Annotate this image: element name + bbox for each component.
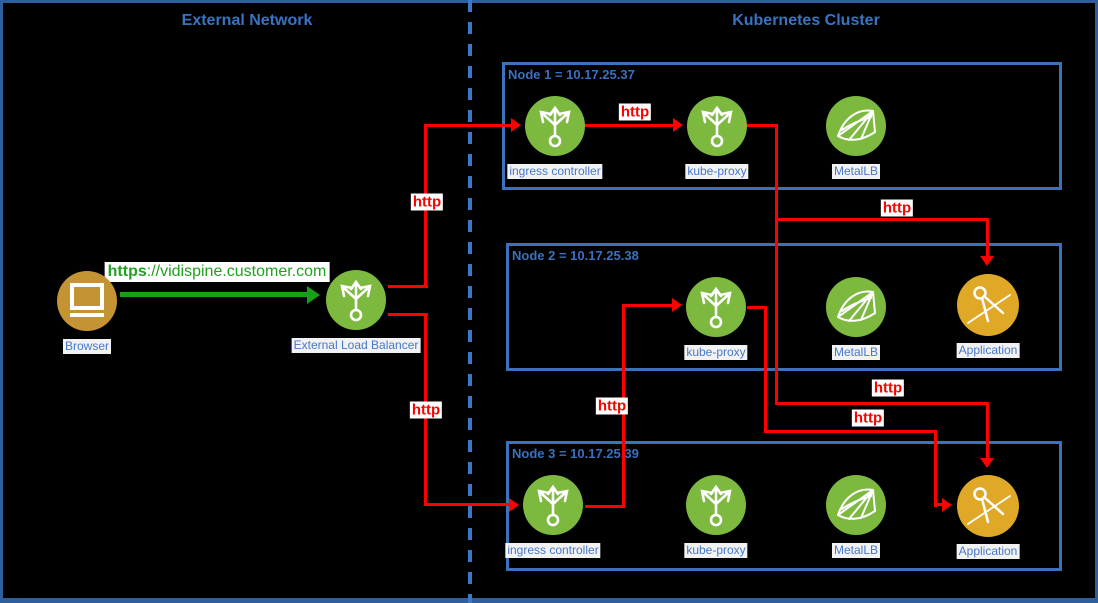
external-network-title: External Network <box>181 12 313 29</box>
edge-segment <box>424 124 513 127</box>
arrowhead-icon <box>509 498 519 512</box>
network-boundary-divider <box>468 0 472 603</box>
drafting-compass-icon <box>957 274 1019 336</box>
https-url-label: https://vidispine.customer.com <box>104 262 330 282</box>
edge-segment <box>934 430 937 507</box>
metallb-label: MetalLB <box>831 543 881 558</box>
kube-proxy-label: kube-proxy <box>684 543 748 558</box>
branch-arrows-icon <box>686 475 746 535</box>
edge-segment <box>986 218 989 258</box>
node-2-title: Node 2 = 10.17.25.38 <box>512 248 639 263</box>
arrowhead-icon <box>672 298 682 312</box>
url-rest: ://vidispine.customer.com <box>146 263 327 280</box>
kube-proxy-label: kube-proxy <box>684 345 748 360</box>
kube-proxy-label: kube-proxy <box>685 164 749 179</box>
branch-arrows-icon <box>525 96 585 156</box>
edge-segment <box>764 306 767 433</box>
metallb-web-icon <box>826 475 886 535</box>
edge-segment <box>986 402 989 460</box>
branch-arrows-icon <box>687 96 747 156</box>
metallb-label: MetalLB <box>831 164 881 179</box>
edge-segment <box>585 124 675 127</box>
edge-segment <box>622 304 674 307</box>
kubernetes-cluster-title: Kubernetes Cluster <box>732 12 880 29</box>
application-label: Application <box>956 343 1020 358</box>
drafting-compass-icon <box>957 475 1019 537</box>
arrowhead-icon <box>980 458 994 468</box>
metallb-web-icon <box>826 96 886 156</box>
edge-segment <box>424 503 511 506</box>
node-3-box: Node 3 = 10.17.25.39 <box>506 441 1062 571</box>
external-load-balancer-label: External Load Balancer <box>291 338 421 353</box>
http-label: http <box>410 193 444 211</box>
edge-segment <box>388 285 428 288</box>
edge-segment <box>388 313 428 316</box>
ingress-controller-label: ingress controller <box>505 543 601 558</box>
edge-segment <box>775 402 989 405</box>
node-2-box: Node 2 = 10.17.25.38 <box>506 243 1062 371</box>
edge-segment <box>747 306 767 309</box>
ingress-controller-label: ingress controller <box>507 164 603 179</box>
node-1-title: Node 1 = 10.17.25.37 <box>508 67 635 82</box>
http-label: http <box>618 103 652 121</box>
edge-segment <box>585 505 625 508</box>
branch-arrows-icon <box>326 270 386 330</box>
edge-segment <box>764 430 937 433</box>
browser-label: Browser <box>62 339 112 354</box>
edge-segment <box>775 218 989 221</box>
node-3-title: Node 3 = 10.17.25.39 <box>512 446 639 461</box>
url-scheme: https <box>107 263 147 280</box>
edge-segment <box>747 124 778 127</box>
edge-segment <box>934 503 944 506</box>
branch-arrows-icon <box>523 475 583 535</box>
metallb-web-icon <box>826 277 886 337</box>
arrowhead-icon <box>980 256 994 266</box>
http-label: http <box>871 379 905 397</box>
application-label: Application <box>956 544 1020 559</box>
http-label: http <box>851 409 885 427</box>
arrowhead-icon <box>511 118 521 132</box>
http-label: http <box>409 401 443 419</box>
http-label: http <box>880 199 914 217</box>
branch-arrows-icon <box>686 277 746 337</box>
edge-segment <box>775 124 778 405</box>
arrowhead-icon <box>673 118 683 132</box>
arrowhead-icon <box>307 286 320 304</box>
arrowhead-icon <box>942 498 952 512</box>
metallb-label: MetalLB <box>831 345 881 360</box>
http-label: http <box>595 397 629 415</box>
monitor-icon <box>57 271 117 331</box>
edge-segment <box>120 292 308 297</box>
